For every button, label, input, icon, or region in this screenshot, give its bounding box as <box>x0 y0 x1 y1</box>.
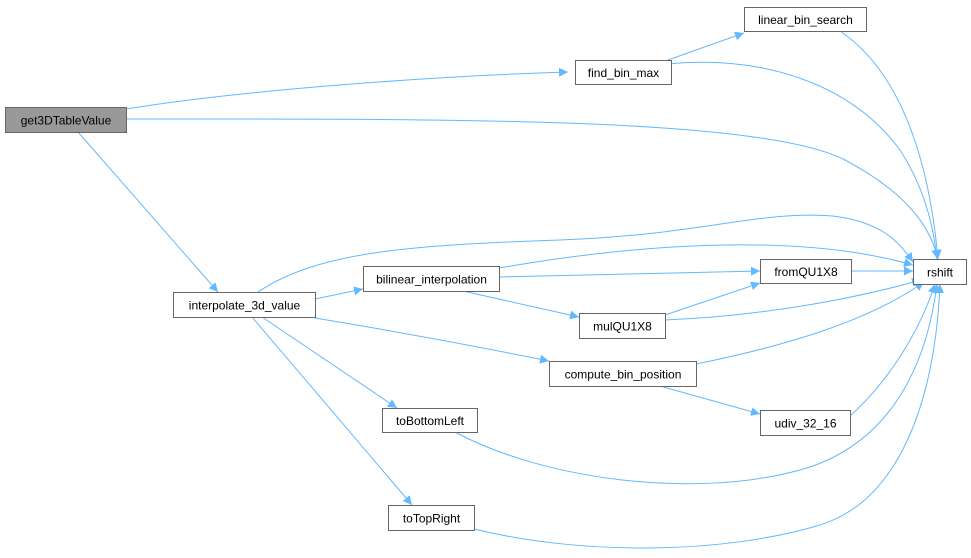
node-box <box>579 313 666 339</box>
edge-line <box>498 244 914 269</box>
node-box <box>382 408 478 433</box>
node-label: interpolate_3d_value <box>189 299 301 313</box>
node-label: fromQU1X8 <box>774 265 838 279</box>
edge-line <box>664 278 922 321</box>
edge-line <box>251 316 413 506</box>
node-box <box>363 266 500 292</box>
edge-line <box>314 317 550 364</box>
edge-udiv_32_16-to-rshift <box>849 283 937 417</box>
node-label: toTopRight <box>403 512 461 526</box>
edge-line <box>125 67 569 110</box>
node-box <box>760 259 852 284</box>
edge-get3DTableValue-to-rshift <box>125 118 941 260</box>
node-label: bilinear_interpolation <box>376 273 487 287</box>
node-toBottomLeft[interactable]: toBottomLeft <box>382 408 478 433</box>
node-box <box>575 60 672 85</box>
node-box <box>760 410 851 436</box>
node-interpolate_3d_value[interactable]: interpolate_3d_value <box>173 292 316 318</box>
node-bilinear_interpolation[interactable]: bilinear_interpolation <box>363 266 500 292</box>
node-label: find_bin_max <box>588 66 659 80</box>
edge-linear_bin_search-to-rshift <box>839 30 942 260</box>
edge-interpolate_3d_value-to-toBottomLeft <box>261 316 398 409</box>
node-mulQU1X8[interactable]: mulQU1X8 <box>579 313 666 339</box>
edge-interpolate_3d_value-to-toTopRight <box>251 316 413 506</box>
node-box <box>5 107 127 133</box>
edge-toTopRight-to-rshift <box>473 283 945 549</box>
edge-get3DTableValue-to-find_bin_max <box>125 67 569 110</box>
node-label: toBottomLeft <box>396 414 465 428</box>
edge-line <box>125 118 941 260</box>
node-box <box>744 7 867 32</box>
edge-line <box>667 61 941 260</box>
edge-line <box>839 30 942 260</box>
edge-find_bin_max-to-linear_bin_search <box>667 31 745 61</box>
node-label: rshift <box>927 266 954 280</box>
node-rshift[interactable]: rshift <box>913 259 967 285</box>
node-label: mulQU1X8 <box>593 320 652 334</box>
edge-bilinear_interpolation-to-mulQU1X8 <box>462 290 580 320</box>
edge-find_bin_max-to-rshift <box>667 61 941 260</box>
edge-line <box>849 283 937 417</box>
node-box <box>173 292 316 318</box>
edge-line <box>261 316 398 409</box>
edge-line <box>667 31 745 61</box>
node-compute_bin_position[interactable]: compute_bin_position <box>549 361 697 387</box>
edge-interpolate_3d_value-to-bilinear_interpolation <box>314 286 364 300</box>
edge-line <box>659 385 761 416</box>
node-udiv_32_16[interactable]: udiv_32_16 <box>760 410 851 436</box>
node-get3DTableValue[interactable]: get3DTableValue <box>5 107 127 133</box>
node-box <box>388 505 475 531</box>
node-linear_bin_search[interactable]: linear_bin_search <box>744 7 867 32</box>
edge-line <box>498 266 761 278</box>
edge-mulQU1X8-to-fromQU1X8 <box>664 281 761 316</box>
node-toTopRight[interactable]: toTopRight <box>388 505 475 531</box>
edge-compute_bin_position-to-udiv_32_16 <box>659 385 761 416</box>
edge-mulQU1X8-to-rshift <box>664 278 922 321</box>
edge-line <box>314 286 364 300</box>
edge-interpolate_3d_value-to-rshift <box>257 214 914 293</box>
edge-bilinear_interpolation-to-fromQU1X8 <box>498 266 761 278</box>
edge-compute_bin_position-to-rshift <box>695 281 925 365</box>
edge-line <box>454 283 941 485</box>
edge-interpolate_3d_value-to-compute_bin_position <box>314 317 550 364</box>
edge-get3DTableValue-to-interpolate_3d_value <box>77 131 219 293</box>
node-label: udiv_32_16 <box>774 417 836 431</box>
edge-line <box>462 290 580 320</box>
edge-toBottomLeft-to-rshift <box>454 283 941 485</box>
edge-line <box>695 281 925 365</box>
edge-line <box>257 214 914 293</box>
node-label: linear_bin_search <box>758 13 853 27</box>
node-box <box>549 361 697 387</box>
edge-line <box>77 131 219 293</box>
edge-line <box>664 281 761 316</box>
node-label: get3DTableValue <box>21 114 112 128</box>
edge-bilinear_interpolation-to-rshift <box>498 244 914 269</box>
node-fromQU1X8[interactable]: fromQU1X8 <box>760 259 852 284</box>
node-label: compute_bin_position <box>565 368 682 382</box>
edges-layer <box>77 30 945 549</box>
edge-line <box>473 283 945 549</box>
node-find_bin_max[interactable]: find_bin_max <box>575 60 672 85</box>
node-box <box>913 259 967 285</box>
nodes-layer: get3DTableValue find_bin_max linear_bin_se… <box>5 7 967 531</box>
